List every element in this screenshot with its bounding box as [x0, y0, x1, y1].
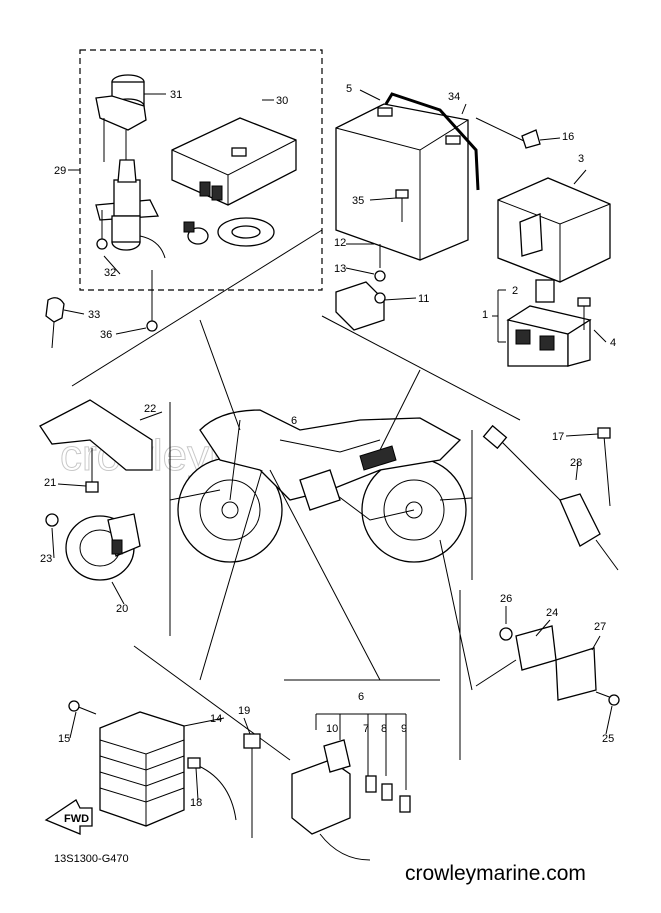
relay-10 [323, 739, 351, 773]
horn-bracket [39, 399, 153, 471]
rectifier-group: FWD [44, 700, 261, 838]
main-switch [95, 74, 147, 162]
fuse-box [291, 759, 351, 835]
callout-36: 36 [100, 329, 112, 341]
callout-14: 14 [210, 713, 222, 725]
callout-26: 26 [500, 593, 512, 605]
callout-33: 33 [88, 309, 100, 321]
callouts: 1 2 3 4 5 6 6 7 8 9 10 11 12 13 14 15 16… [40, 83, 616, 809]
callout-5: 5 [346, 83, 352, 95]
relay-cover [497, 177, 611, 283]
cable-tie-17 [603, 435, 611, 507]
callout-23: 23 [40, 553, 52, 565]
sensor-24-group [475, 625, 620, 706]
horn-group [39, 399, 153, 581]
fuse-8 [381, 783, 393, 801]
fuse-7 [365, 775, 377, 793]
callout-6-upper: 6 [291, 415, 297, 427]
fuse-box-group [291, 713, 411, 861]
callout-4: 4 [610, 337, 616, 349]
callout-18: 18 [190, 797, 202, 809]
callout-31: 31 [170, 89, 182, 101]
drawing-code: 13S1300-G470 [54, 853, 129, 865]
site-credit: crowleymarine.com [405, 862, 586, 885]
motorcycle [177, 409, 467, 563]
callout-24: 24 [546, 607, 558, 619]
sensor-24 [515, 625, 557, 671]
starter-relay [506, 279, 592, 367]
callout-10: 10 [326, 723, 338, 735]
section-lines [71, 229, 521, 761]
band-18 [193, 763, 237, 821]
sensor-11 [335, 281, 386, 331]
key [45, 297, 65, 349]
ignition-group [45, 49, 323, 349]
callout-12: 12 [334, 237, 346, 249]
callout-2: 2 [512, 285, 518, 297]
sensor-28-group [482, 424, 619, 571]
callout-6: 6 [358, 691, 364, 703]
battery [335, 103, 469, 261]
callout-1: 1 [482, 309, 488, 321]
callout-20: 20 [116, 603, 128, 615]
callout-15: 15 [58, 733, 70, 745]
callout-17: 17 [552, 431, 564, 443]
sensor-28 [559, 493, 601, 547]
nut-23 [45, 513, 59, 527]
callout-32: 32 [104, 267, 116, 279]
callout-30: 30 [276, 95, 288, 107]
battery-group [335, 92, 611, 367]
callout-34: 34 [448, 91, 460, 103]
callout-29: 29 [54, 165, 66, 177]
callout-3: 3 [578, 153, 584, 165]
callout-9: 9 [401, 723, 407, 735]
steering-lock [95, 159, 166, 259]
fuel-cap-lock [183, 217, 275, 247]
callout-22: 22 [144, 403, 156, 415]
callout-16: 16 [562, 131, 574, 143]
battery-cable [384, 92, 480, 191]
horn [65, 513, 141, 581]
nut-26 [499, 627, 513, 641]
ecu-unit [171, 117, 297, 206]
callout-27: 27 [594, 621, 606, 633]
callout-19: 19 [238, 705, 250, 717]
washer-13 [374, 270, 386, 282]
fwd-arrow: FWD [44, 799, 93, 835]
callout-25: 25 [602, 733, 614, 745]
callout-13: 13 [334, 263, 346, 275]
callout-11: 11 [418, 293, 429, 305]
battery-band [475, 117, 527, 143]
callout-21: 21 [44, 477, 56, 489]
fuse-9 [399, 795, 411, 813]
callout-8: 8 [381, 723, 387, 735]
callout-35: 35 [352, 195, 364, 207]
callout-7: 7 [363, 723, 369, 735]
fwd-label: FWD [64, 813, 89, 825]
callout-28: 28 [570, 457, 582, 469]
bracket-27 [555, 647, 597, 701]
